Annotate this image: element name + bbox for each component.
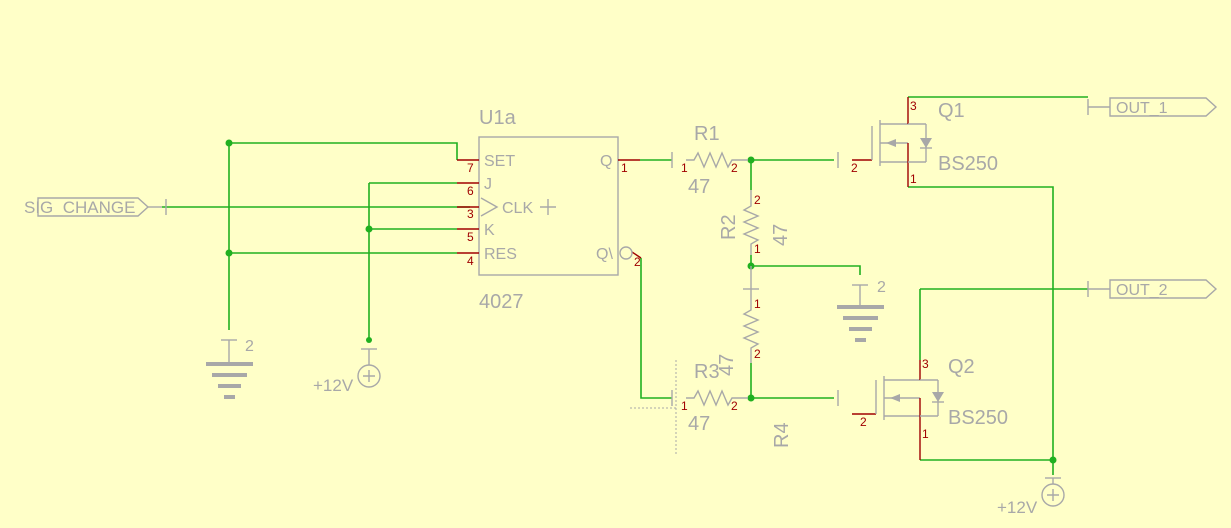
- r4-pin2: 2: [754, 347, 761, 361]
- pin-num-qn: 2: [634, 255, 641, 269]
- ground-symbol-1[interactable]: 2: [206, 338, 254, 399]
- r2-value: 47: [770, 224, 792, 246]
- power-12v-2[interactable]: +12V: [997, 477, 1065, 517]
- power-12v-2-label: +12V: [997, 498, 1038, 517]
- plus-icon: [363, 370, 375, 382]
- resistor-r4[interactable]: 1 2 47 R4: [716, 266, 793, 448]
- q1-pin-gate: 2: [851, 161, 858, 175]
- q2-pin-gate: 2: [860, 415, 867, 429]
- pin-label-res: RES: [484, 246, 517, 263]
- r1-value: 47: [688, 176, 710, 198]
- r4-ref: R4: [771, 422, 793, 448]
- pin-num-q: 1: [621, 161, 628, 175]
- port-out-1[interactable]: OUT_1: [1087, 97, 1218, 117]
- pin-label-qn: Q\: [596, 246, 613, 263]
- power-12v-1-label: +12V: [313, 376, 354, 395]
- pin-num-k: 5: [467, 230, 474, 244]
- r1-ref: R1: [694, 123, 720, 145]
- ic-part: 4027: [479, 291, 524, 313]
- q2-ref: Q2: [948, 356, 975, 378]
- resistor-r1[interactable]: 1 2 R1 47: [671, 123, 748, 198]
- q1-pin-source: 1: [910, 172, 917, 186]
- r4-pin1: 1: [754, 297, 761, 311]
- port-out-1-label: OUT_1: [1116, 100, 1168, 117]
- ground-2-pin: 2: [877, 279, 886, 296]
- ic-ref: U1a: [479, 107, 517, 129]
- pin-label-k: K: [484, 222, 495, 239]
- pin-num-set: 7: [467, 161, 474, 175]
- q1-part: BS250: [938, 153, 998, 175]
- q2-part: BS250: [948, 407, 1008, 429]
- ic-u1a[interactable]: U1a 4027 7 6 3 5 4 1 2 SET J CLK K RES Q…: [457, 107, 642, 313]
- ground-symbol-2[interactable]: 2: [837, 279, 886, 342]
- r4-value: 47: [716, 354, 738, 376]
- resistor-r3[interactable]: 1 2 R3 47: [630, 360, 748, 456]
- r3-pin1: 1: [681, 399, 688, 413]
- r2-pin2: 2: [754, 193, 761, 207]
- q2-pin-source: 1: [922, 427, 929, 441]
- wires: [162, 96, 1088, 475]
- inverter-bubble-icon: [619, 246, 633, 260]
- pin-num-clk: 3: [467, 207, 474, 221]
- plus-icon: [1047, 489, 1059, 501]
- r1-pin1: 1: [681, 161, 688, 175]
- q2-pin-drain: 3: [922, 357, 929, 371]
- pin-num-res: 4: [467, 254, 474, 268]
- pin-label-j: J: [484, 176, 492, 193]
- r2-pin1: 1: [754, 242, 761, 256]
- pin-label-q: Q: [600, 153, 612, 170]
- port-out-2[interactable]: OUT_2: [1087, 279, 1218, 299]
- transistor-q2[interactable]: 3 2 1 Q2 BS250: [837, 356, 1008, 460]
- port-sig-change[interactable]: SIG_CHANGE: [24, 197, 167, 217]
- ground-1-pin: 2: [245, 338, 254, 355]
- q1-ref: Q1: [938, 100, 965, 122]
- pin-num-j: 6: [467, 184, 474, 198]
- port-out-2-label: OUT_2: [1116, 282, 1168, 299]
- clock-edge-icon: [480, 197, 499, 217]
- r3-value: 47: [688, 413, 710, 435]
- pin-label-set: SET: [484, 153, 515, 170]
- transistor-q1[interactable]: 3 2 1 Q1 BS250: [837, 97, 998, 187]
- r1-pin2: 2: [731, 161, 738, 175]
- resistor-r2[interactable]: 2 1 R2 47: [718, 190, 792, 256]
- junctions: [225, 139, 1057, 464]
- port-sig-change-label: SIG_CHANGE: [24, 198, 135, 217]
- pin-label-clk: CLK: [502, 200, 533, 217]
- power-12v-1[interactable]: +12V: [313, 348, 381, 395]
- r3-ref: R3: [694, 361, 720, 383]
- r3-pin2: 2: [731, 399, 738, 413]
- r2-ref: R2: [718, 214, 740, 240]
- crosshair-icon: [540, 199, 556, 215]
- q1-pin-drain: 3: [910, 99, 917, 113]
